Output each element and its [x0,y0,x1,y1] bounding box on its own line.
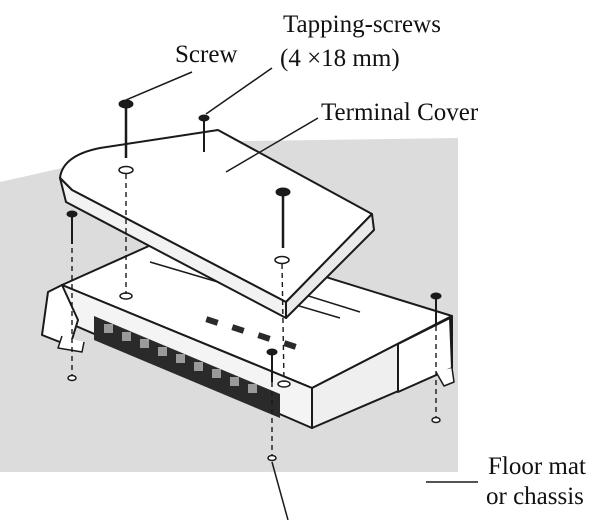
chassis-label: or chassis [486,483,584,510]
amplifier-left-end-cap [41,284,79,347]
leader-lines [125,67,478,520]
screw-leader-line [125,71,193,101]
chassis-leader-line [271,461,289,520]
tapping-screw-icon [66,210,78,244]
alignment-lines [71,174,437,456]
tapping-screws-leader-line [205,67,273,115]
terminal-cover [59,129,375,319]
tapping-screw-icon [266,348,278,382]
top-face-controls [205,316,297,350]
tapping-screws-size-label: (4 ×18 mm) [280,45,400,72]
screw-label: Screw [175,41,238,68]
terminal-block [94,316,280,418]
amplifier-right-foot [435,367,455,387]
tapping-screw-icon [198,114,210,152]
terminal-cover-label: Terminal Cover [321,99,479,126]
terminal-cover-side-lip [285,213,375,319]
tapping-screw-icon [430,292,442,326]
amplifier-left-foot [57,335,85,353]
screw-icon [275,187,291,248]
terminal-cover-leader-line [225,117,319,173]
floor-mat-label: Floor mat [488,453,586,480]
tapping-screws-label: Tapping-screws [283,11,441,38]
